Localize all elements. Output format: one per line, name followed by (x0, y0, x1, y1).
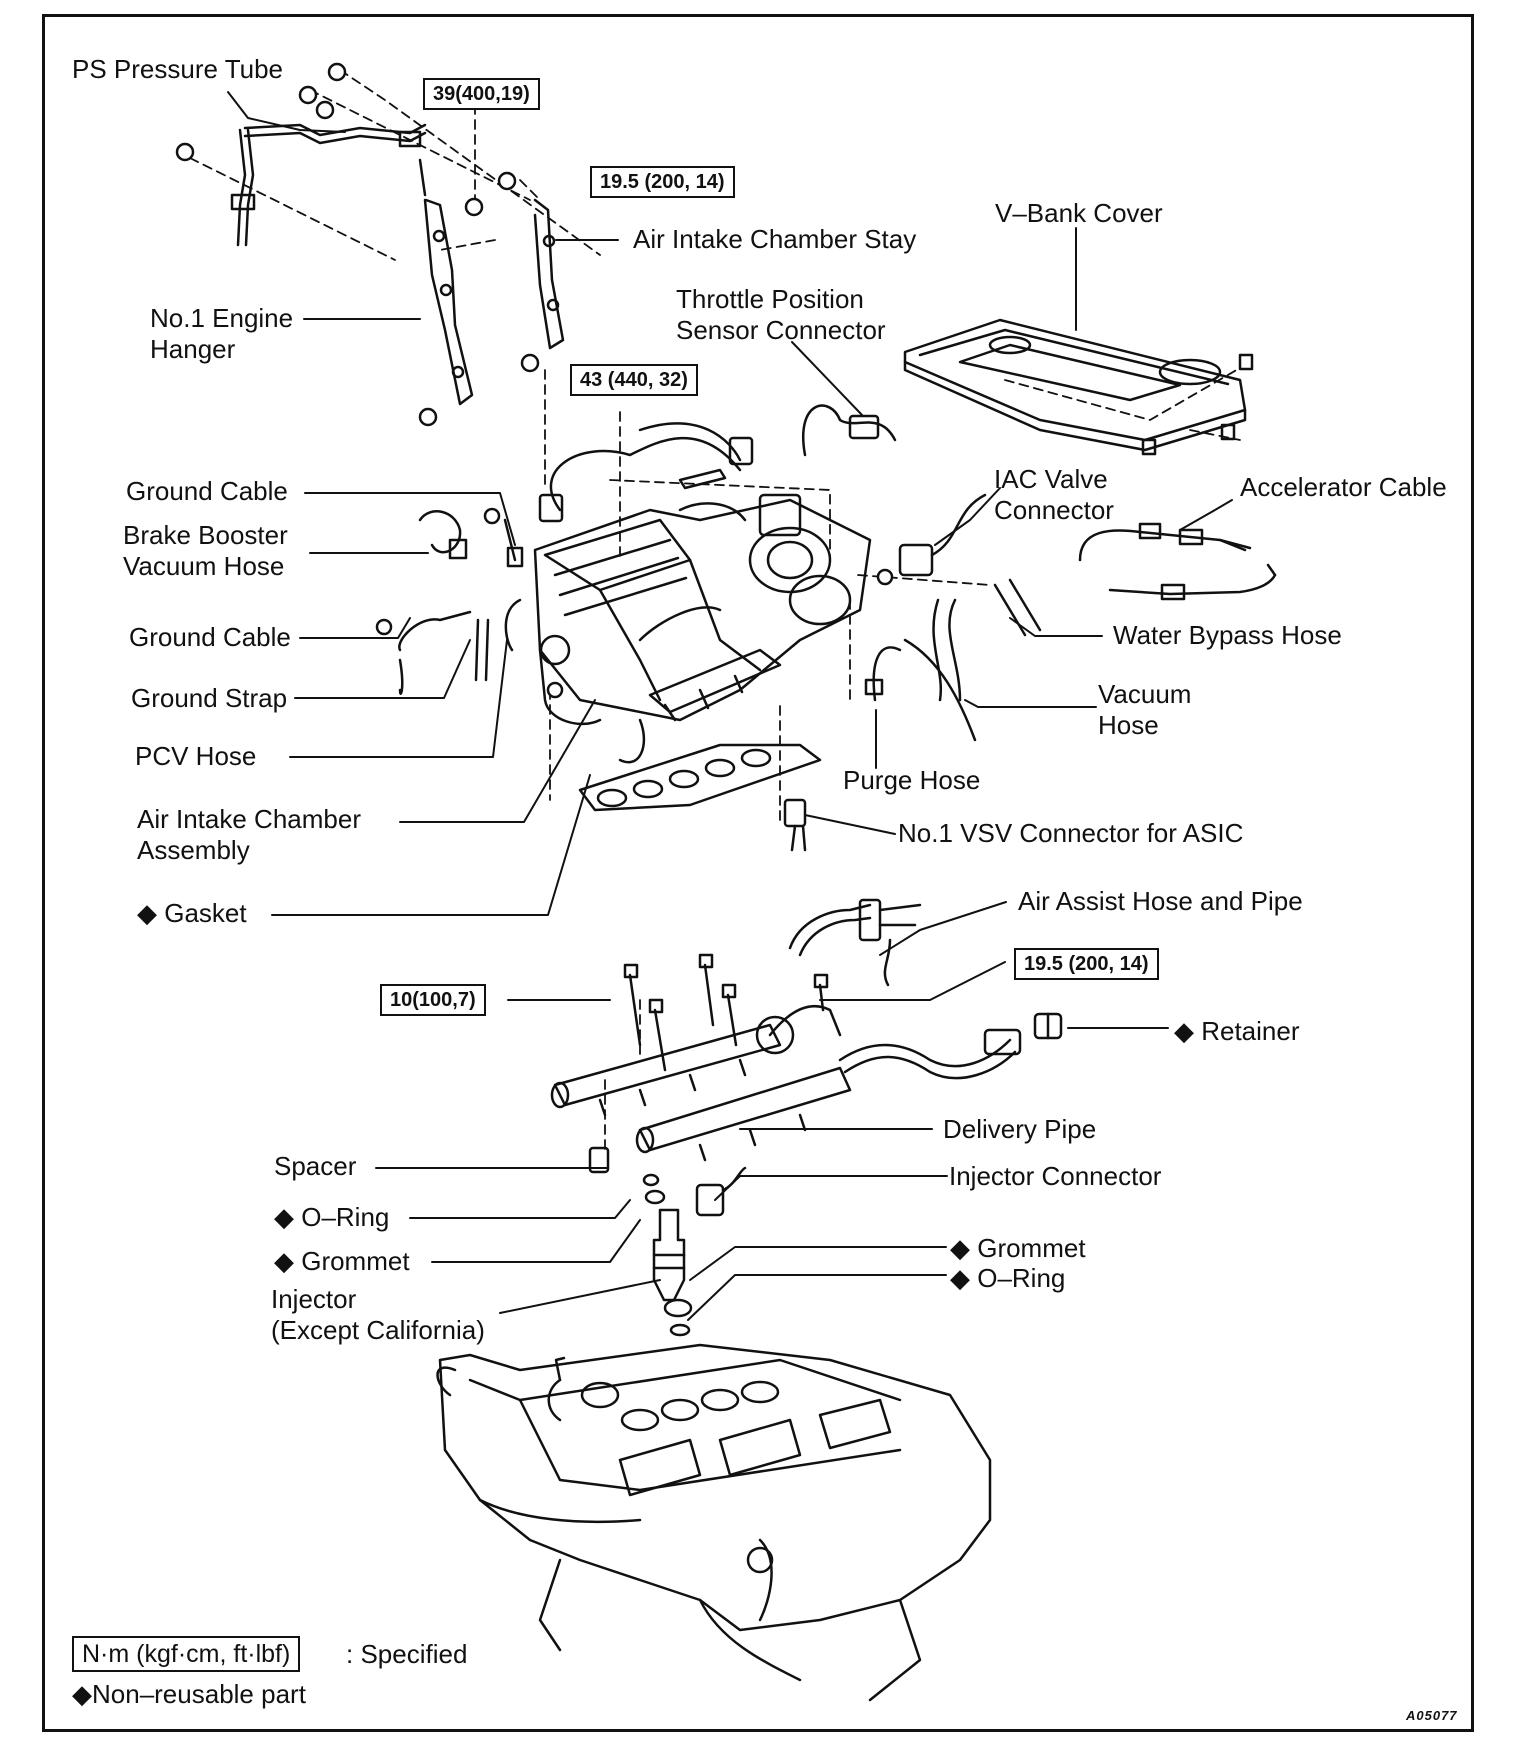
air-assist-hose-shape (788, 898, 922, 987)
throttle-harness (538, 404, 897, 523)
gasket-shape (578, 743, 822, 812)
label-grommet-left: ◆ Grommet (274, 1246, 410, 1276)
label-vacuum-hose: Vacuum Hose (1098, 679, 1192, 740)
seals-shapes (642, 1173, 693, 1337)
injector-connector-shape (695, 1166, 747, 1217)
leader-lines (227, 91, 1233, 1321)
label-no1-engine-hanger: No.1 Engine Hanger (150, 303, 294, 364)
label-ps-pressure-tube: PS Pressure Tube (72, 54, 283, 84)
right-hoses (864, 493, 1042, 742)
label-brake-booster-vacuum-hose: Brake Booster Vacuum Hose (123, 520, 288, 581)
label-delivery-pipe: Delivery Pipe (943, 1114, 1097, 1144)
torque-box-43: 43 (440, 32) (570, 364, 698, 396)
label-iac-valve-connector: IAC Valve Connector (994, 464, 1114, 525)
label-accelerator-cable: Accelerator Cable (1240, 472, 1447, 502)
label-grommet-right: ◆ Grommet (950, 1233, 1086, 1263)
label-gasket: ◆ Gasket (137, 898, 247, 928)
injector-shape (652, 1208, 686, 1302)
retainer-shape (1033, 1012, 1063, 1040)
label-pcv-hose: PCV Hose (135, 741, 257, 771)
label-air-intake-chamber-stay: Air Intake Chamber Stay (633, 224, 917, 254)
ps-pressure-tube-parts (230, 123, 565, 406)
spacer-shape (588, 1146, 610, 1174)
label-retainer: ◆ Retainer (1174, 1016, 1300, 1046)
legend-unit-box: N·m (kgf·cm, ft·lbf) (72, 1636, 301, 1672)
label-ground-cable-2: Ground Cable (129, 622, 291, 652)
label-ground-cable-1: Ground Cable (126, 476, 288, 506)
torque-box-39: 39(400,19) (423, 78, 540, 110)
label-injector-connector: Injector Connector (949, 1161, 1162, 1191)
accelerator-cable-shape (1078, 522, 1277, 601)
vsv-connector-shape (783, 798, 807, 852)
label-injector: Injector (Except California) (271, 1284, 485, 1345)
label-air-assist-hose-and-pipe: Air Assist Hose and Pipe (1018, 886, 1303, 916)
torque-box-19-5-upper: 19.5 (200, 14) (590, 166, 735, 198)
delivery-pipe-shape (550, 1004, 1022, 1162)
figure-code: A05077 (1406, 1708, 1458, 1723)
diagram-frame (42, 14, 1474, 1732)
label-o-ring-right: ◆ O–Ring (950, 1263, 1066, 1293)
label-ground-strap: Ground Strap (131, 683, 288, 713)
legend-specified: : Specified (346, 1639, 468, 1669)
v-bank-cover-shape (903, 318, 1254, 456)
engine-block-shape (436, 1343, 992, 1702)
air-intake-chamber-shape (533, 493, 872, 764)
left-hoses (398, 510, 524, 695)
label-air-intake-chamber-assembly: Air Intake Chamber Assembly (137, 804, 361, 865)
label-o-ring-left: ◆ O–Ring (274, 1202, 390, 1232)
torque-box-10: 10(100,7) (380, 984, 486, 1016)
label-spacer: Spacer (274, 1151, 357, 1181)
torque-box-19-5-lower: 19.5 (200, 14) (1014, 948, 1159, 980)
label-water-bypass-hose: Water Bypass Hose (1113, 620, 1342, 650)
label-throttle-position-sensor-connector: Throttle Position Sensor Connector (676, 284, 886, 345)
bolts (175, 62, 894, 699)
label-no1-vsv-connector: No.1 VSV Connector for ASIC (898, 818, 1244, 848)
legend-non-reusable: ◆Non–reusable part (72, 1679, 306, 1709)
delivery-pipe-bolts (623, 953, 829, 1072)
label-v-bank-cover: V–Bank Cover (995, 198, 1163, 228)
label-purge-hose: Purge Hose (843, 765, 981, 795)
